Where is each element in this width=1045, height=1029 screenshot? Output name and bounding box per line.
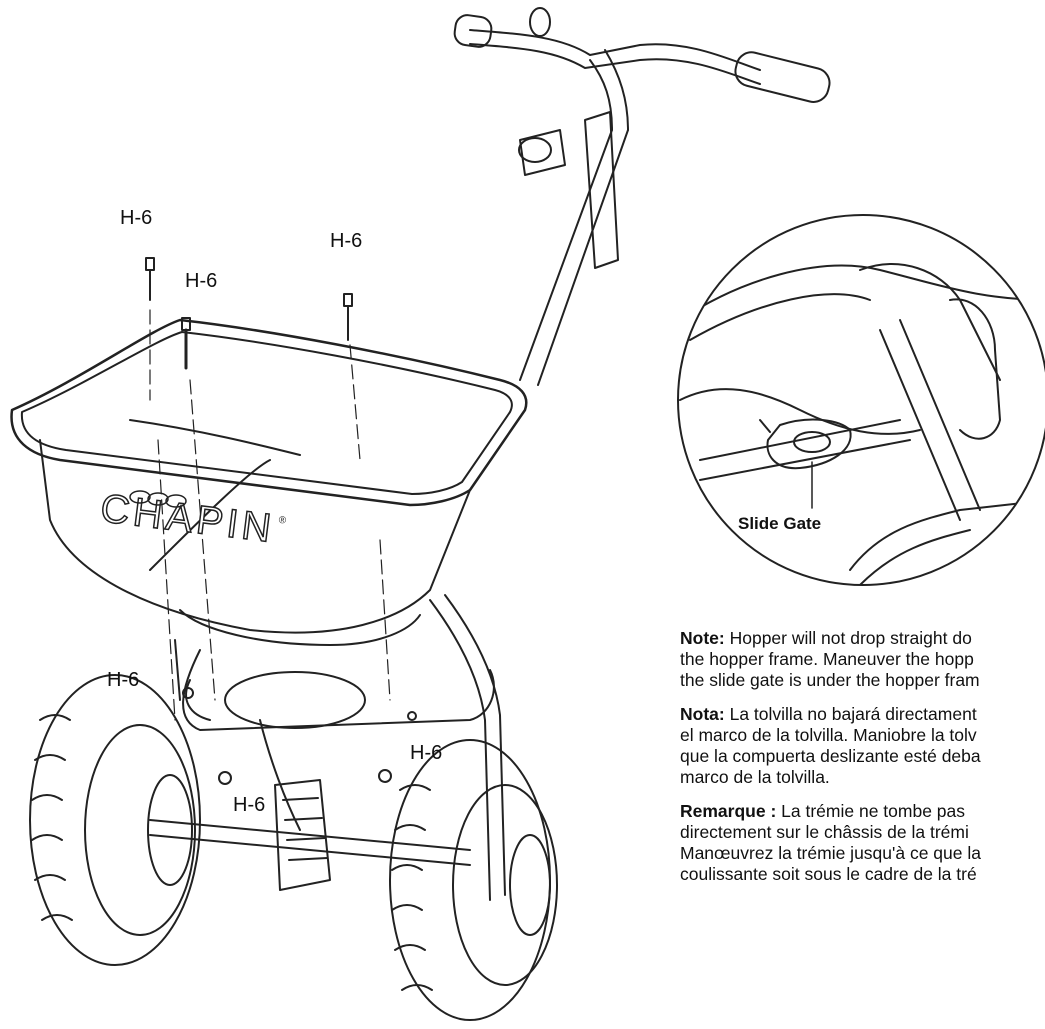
hardware-label-h6: H-6 [120, 207, 153, 229]
hardware-label-h6: H-6 [330, 230, 363, 252]
hardware-label-h6: H-6 [107, 669, 140, 691]
handle [453, 7, 831, 386]
slide-gate-callout: Slide Gate [738, 514, 822, 533]
note-lead: Note: [680, 628, 725, 648]
slide-gate-detail-inset [677, 214, 1045, 586]
hardware-label-h6: H-6 [233, 794, 266, 816]
assembly-notes: Note: Hopper will not drop straight do t… [680, 628, 1045, 898]
note-lead: Remarque : [680, 801, 777, 821]
note-lead: Nota: [680, 704, 725, 724]
hardware-label-h6: H-6 [410, 742, 443, 764]
hardware-label-h6: H-6 [185, 270, 218, 292]
brand-logo: CHAPIN ® [97, 485, 287, 552]
note-english: Note: Hopper will not drop straight do t… [680, 628, 980, 690]
note-french: Remarque : La trémie ne tombe pas direct… [680, 801, 981, 884]
left-wheel [29, 674, 201, 966]
brand-registered-mark: ® [278, 515, 287, 527]
gearbox [274, 779, 331, 891]
bolts [145, 257, 353, 370]
hopper [10, 318, 528, 701]
brand-ovals [129, 490, 187, 508]
guide-lines [149, 309, 391, 721]
nuts [182, 687, 417, 785]
brand-text: CHAPIN [98, 486, 277, 551]
note-spanish: Nota: La tolvilla no bajará directament … [680, 704, 981, 787]
frame [149, 594, 506, 901]
right-wheel [389, 739, 558, 1021]
